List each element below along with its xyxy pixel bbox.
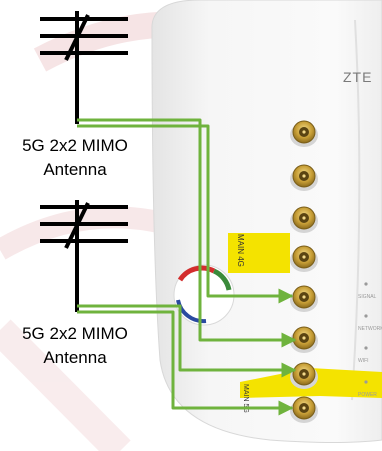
- status-label-2: NETWORK: [358, 326, 382, 332]
- status-label-1: SIGNAL: [358, 294, 377, 300]
- status-indicators: SIGNAL NETWORK WIFI POWER: [358, 282, 382, 398]
- cable-antenna2-a: [77, 304, 297, 378]
- antenna-1-label-line2: Antenna: [43, 160, 107, 179]
- port-tag-lower-text: MAIN 5G: [242, 384, 249, 413]
- antenna-1-label: 5G 2x2 MIMO Antenna: [0, 134, 150, 182]
- brand-sticker: [173, 264, 235, 326]
- cable-antenna1-b: [77, 124, 294, 304]
- antenna-symbol-1: [40, 11, 128, 124]
- sma-connector-3: [290, 206, 318, 233]
- status-led-1: [364, 282, 368, 286]
- cable-routes: [77, 118, 297, 416]
- cable-antenna1-a: [77, 118, 297, 348]
- antenna-2-label-line2: Antenna: [43, 348, 107, 367]
- sma-connector-1: [290, 120, 318, 147]
- antenna-1-label-line1: 5G 2x2 MIMO: [22, 136, 128, 155]
- sma-connector-5: [290, 285, 318, 312]
- sma-connector-6: [290, 326, 318, 353]
- port-tag-upper: MAIN 4G: [228, 233, 290, 273]
- antenna-2-label-line1: 5G 2x2 MIMO: [22, 324, 128, 343]
- status-label-4: POWER: [358, 392, 377, 398]
- sma-connector-7: [290, 362, 318, 389]
- status-led-3: [364, 346, 368, 350]
- sma-connector-2: [290, 164, 318, 191]
- router-housing: [151, 0, 382, 443]
- port-tag-upper-text: MAIN 4G: [236, 234, 245, 267]
- antenna-2-label: 5G 2x2 MIMO Antenna: [0, 322, 150, 370]
- sma-connectors: [290, 120, 318, 423]
- cable-antenna2-b: [77, 310, 294, 416]
- status-label-3: WIFI: [358, 358, 369, 364]
- sma-connector-8: [290, 396, 318, 423]
- sma-connector-4: [290, 245, 318, 272]
- antenna-symbol-2: [40, 200, 128, 312]
- brand-logo: ZTE: [343, 69, 372, 85]
- status-led-2: [364, 314, 368, 318]
- status-led-4: [364, 380, 368, 384]
